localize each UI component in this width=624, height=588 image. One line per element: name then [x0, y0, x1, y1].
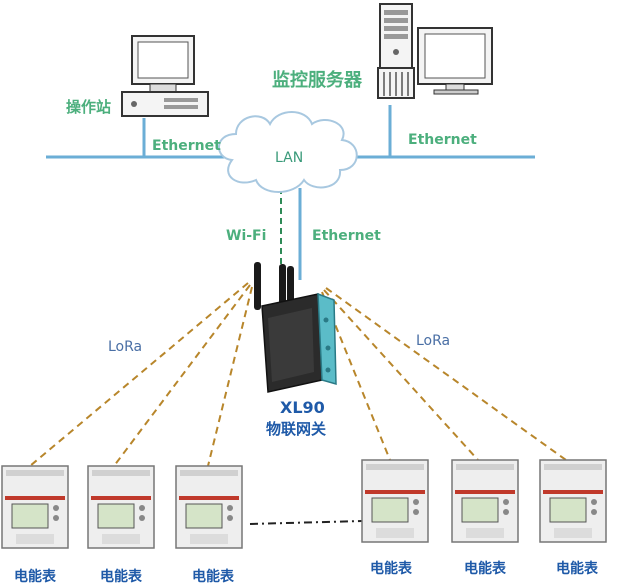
energy-meter-icon — [1, 459, 607, 549]
meter-4 — [361, 459, 429, 543]
meter-bus-link — [249, 520, 363, 525]
server-tower-icon — [377, 3, 415, 99]
gateway-model-label: XL90 — [280, 398, 325, 417]
lan-label: LAN — [275, 150, 304, 166]
meter-label-5: 电能表 — [464, 561, 506, 577]
meter-6 — [539, 459, 607, 543]
lora-label-right: LoRa — [416, 333, 451, 349]
meter-2 — [87, 465, 155, 549]
meter-label-4: 电能表 — [370, 561, 412, 577]
meter-5 — [451, 459, 519, 543]
meter-label-6: 电能表 — [556, 561, 598, 577]
monitor-icon — [417, 27, 493, 95]
meter-3 — [175, 465, 243, 549]
lora-link-5 — [323, 289, 479, 461]
cloud-icon — [218, 111, 358, 193]
workstation-label: 操作站 — [66, 98, 112, 116]
lora-link-1 — [29, 282, 249, 467]
ethernet-label-right: Ethernet — [408, 132, 477, 148]
meter-label-2: 电能表 — [100, 569, 142, 585]
monitor-server-label: 监控服务器 — [272, 70, 362, 91]
lora-link-6 — [325, 287, 567, 461]
lora-link-3 — [207, 286, 253, 467]
wifi-label: Wi-Fi — [226, 228, 267, 244]
meter-label-3: 电能表 — [192, 569, 234, 585]
ethernet-label-gateway: Ethernet — [312, 228, 381, 244]
gateway-device-icon — [254, 262, 337, 393]
meter-1 — [1, 465, 69, 549]
gateway-name-label: 物联网关 — [266, 420, 327, 438]
meter-label-1: 电能表 — [14, 569, 56, 585]
lora-link-2 — [113, 284, 251, 467]
lora-label-left: LoRa — [108, 339, 143, 355]
ethernet-label-left: Ethernet — [152, 138, 221, 154]
workstation-pc-icon — [121, 35, 209, 117]
